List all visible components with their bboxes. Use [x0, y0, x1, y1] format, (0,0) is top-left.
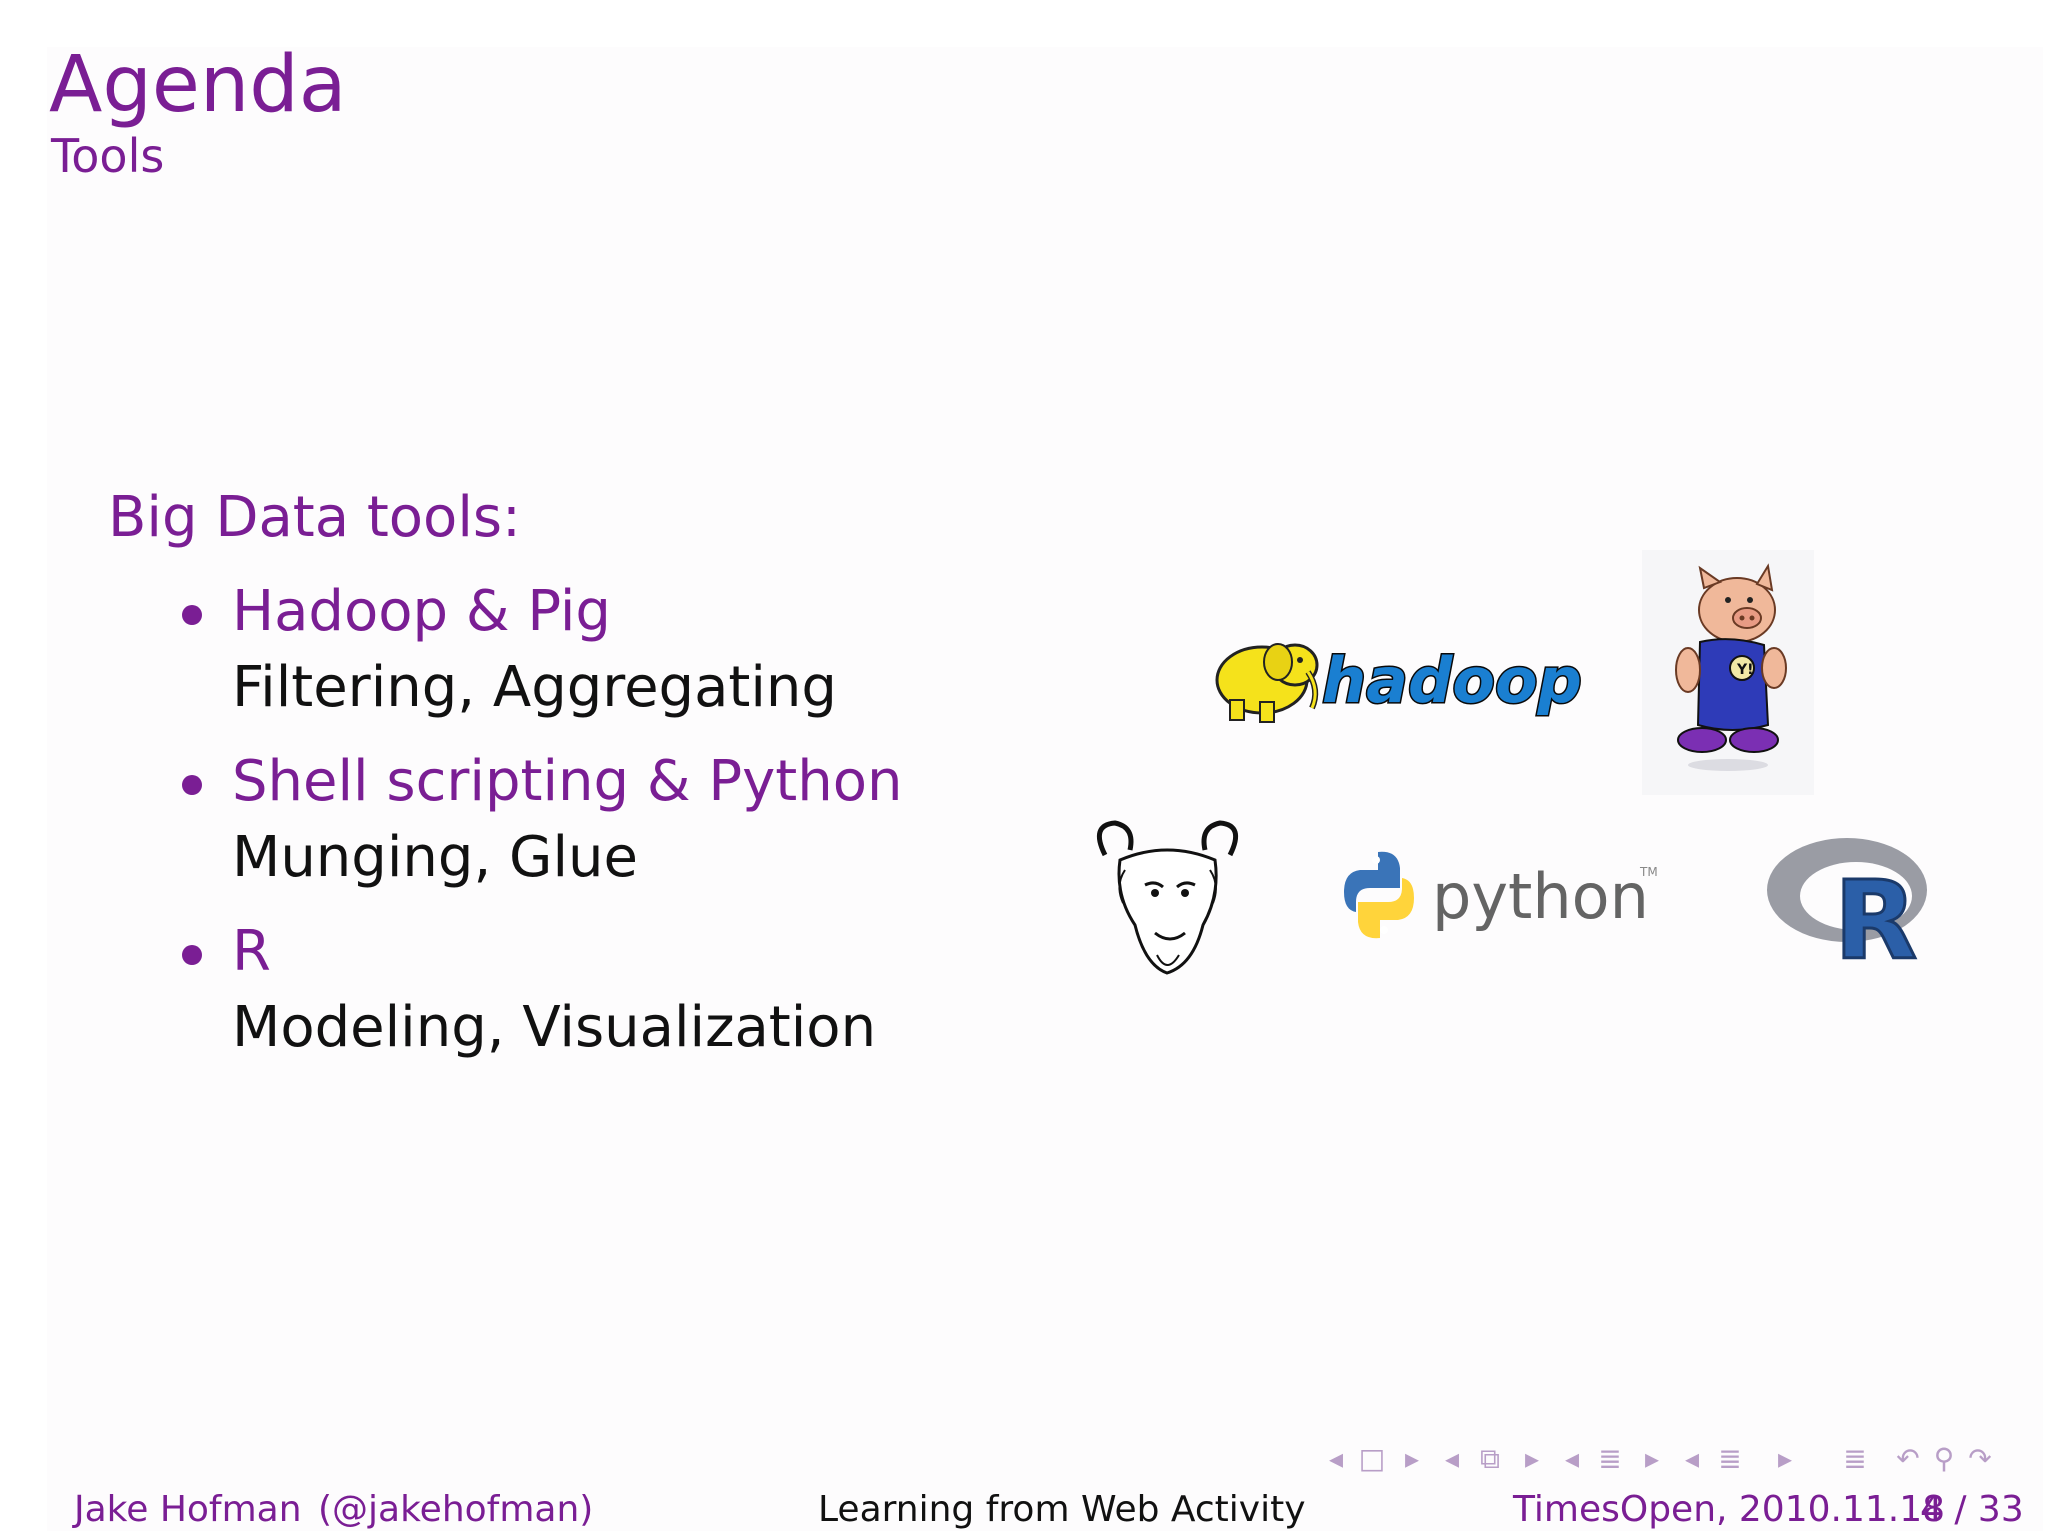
nav-next-slide-icon[interactable]: ▸	[1404, 1442, 1420, 1475]
bullet-heading: R	[232, 919, 271, 984]
footer-event: TimesOpen, 2010.11.18	[1513, 1489, 1946, 1530]
nav-back-icon[interactable]: ↶	[1896, 1442, 1920, 1475]
nav-prev-frame-icon[interactable]: ◂	[1444, 1442, 1460, 1475]
pig-mascot-icon: Y!	[1675, 563, 1787, 771]
nav-forward-icon[interactable]: ↷	[1968, 1442, 1992, 1475]
svg-text:R: R	[1834, 859, 1917, 968]
nav-document-icon[interactable]: ≣	[1843, 1442, 1867, 1475]
nav-search-icon[interactable]: ⚲	[1933, 1442, 1955, 1475]
bullet-heading: Shell scripting & Python	[232, 749, 903, 814]
bullet-description: Filtering, Aggregating	[232, 655, 837, 720]
bullet-icon	[182, 605, 202, 625]
slide-subtitle: Tools	[51, 129, 165, 183]
footer-handle: (@jakehofman)	[318, 1489, 594, 1530]
svg-text:TM: TM	[1639, 865, 1658, 879]
bullet-description: Modeling, Visualization	[232, 995, 877, 1060]
hadoop-elephant-icon: hadoop	[1215, 643, 1583, 723]
nav-prev-section-icon[interactable]: ◂	[1684, 1442, 1700, 1475]
slide-title: Agenda	[49, 40, 347, 130]
svg-text:Y!: Y!	[1736, 662, 1754, 678]
python-snakes-icon: python TM	[1344, 851, 1658, 939]
gnu-logo	[1085, 815, 1250, 980]
beamer-navigation-bar: ◂ □ ▸ ◂ ⧉ ▸ ◂ ≣ ▸ ◂ ≣ ▸ ≣ ↶ ⚲ ↷	[1318, 1441, 2028, 1477]
nav-next-section-icon[interactable]: ▸	[1777, 1442, 1793, 1475]
python-logo: python TM	[1340, 840, 1670, 950]
footer-page-number: 4 / 33	[1920, 1489, 2024, 1530]
nav-subsection-icon[interactable]: ≣	[1598, 1442, 1622, 1475]
svg-text:hadoop: hadoop	[1322, 644, 1582, 717]
hadoop-logo: hadoop	[1200, 620, 1595, 730]
pig-logo: Y!	[1642, 550, 1814, 795]
intro-text: Big Data tools:	[108, 485, 521, 550]
bullet-icon	[182, 775, 202, 795]
nav-frame-icon[interactable]: ⧉	[1480, 1442, 1500, 1475]
nav-prev-subsection-icon[interactable]: ◂	[1564, 1442, 1580, 1475]
nav-prev-slide-icon[interactable]: ◂	[1328, 1442, 1344, 1475]
r-logo: R	[1762, 828, 1942, 986]
bullet-heading: Hadoop & Pig	[232, 579, 611, 644]
nav-slide-icon[interactable]: □	[1358, 1442, 1386, 1475]
gnu-head-icon	[1096, 820, 1239, 975]
svg-text:python: python	[1432, 860, 1649, 933]
bullet-description: Munging, Glue	[232, 825, 638, 890]
nav-next-subsection-icon[interactable]: ▸	[1644, 1442, 1660, 1475]
nav-next-frame-icon[interactable]: ▸	[1524, 1442, 1540, 1475]
footer-author: Jake Hofman	[74, 1489, 302, 1530]
footer-talk-title: Learning from Web Activity	[818, 1489, 1306, 1530]
bullet-icon	[182, 945, 202, 965]
r-language-icon: R	[1767, 838, 1927, 986]
nav-section-icon[interactable]: ≣	[1718, 1442, 1742, 1475]
